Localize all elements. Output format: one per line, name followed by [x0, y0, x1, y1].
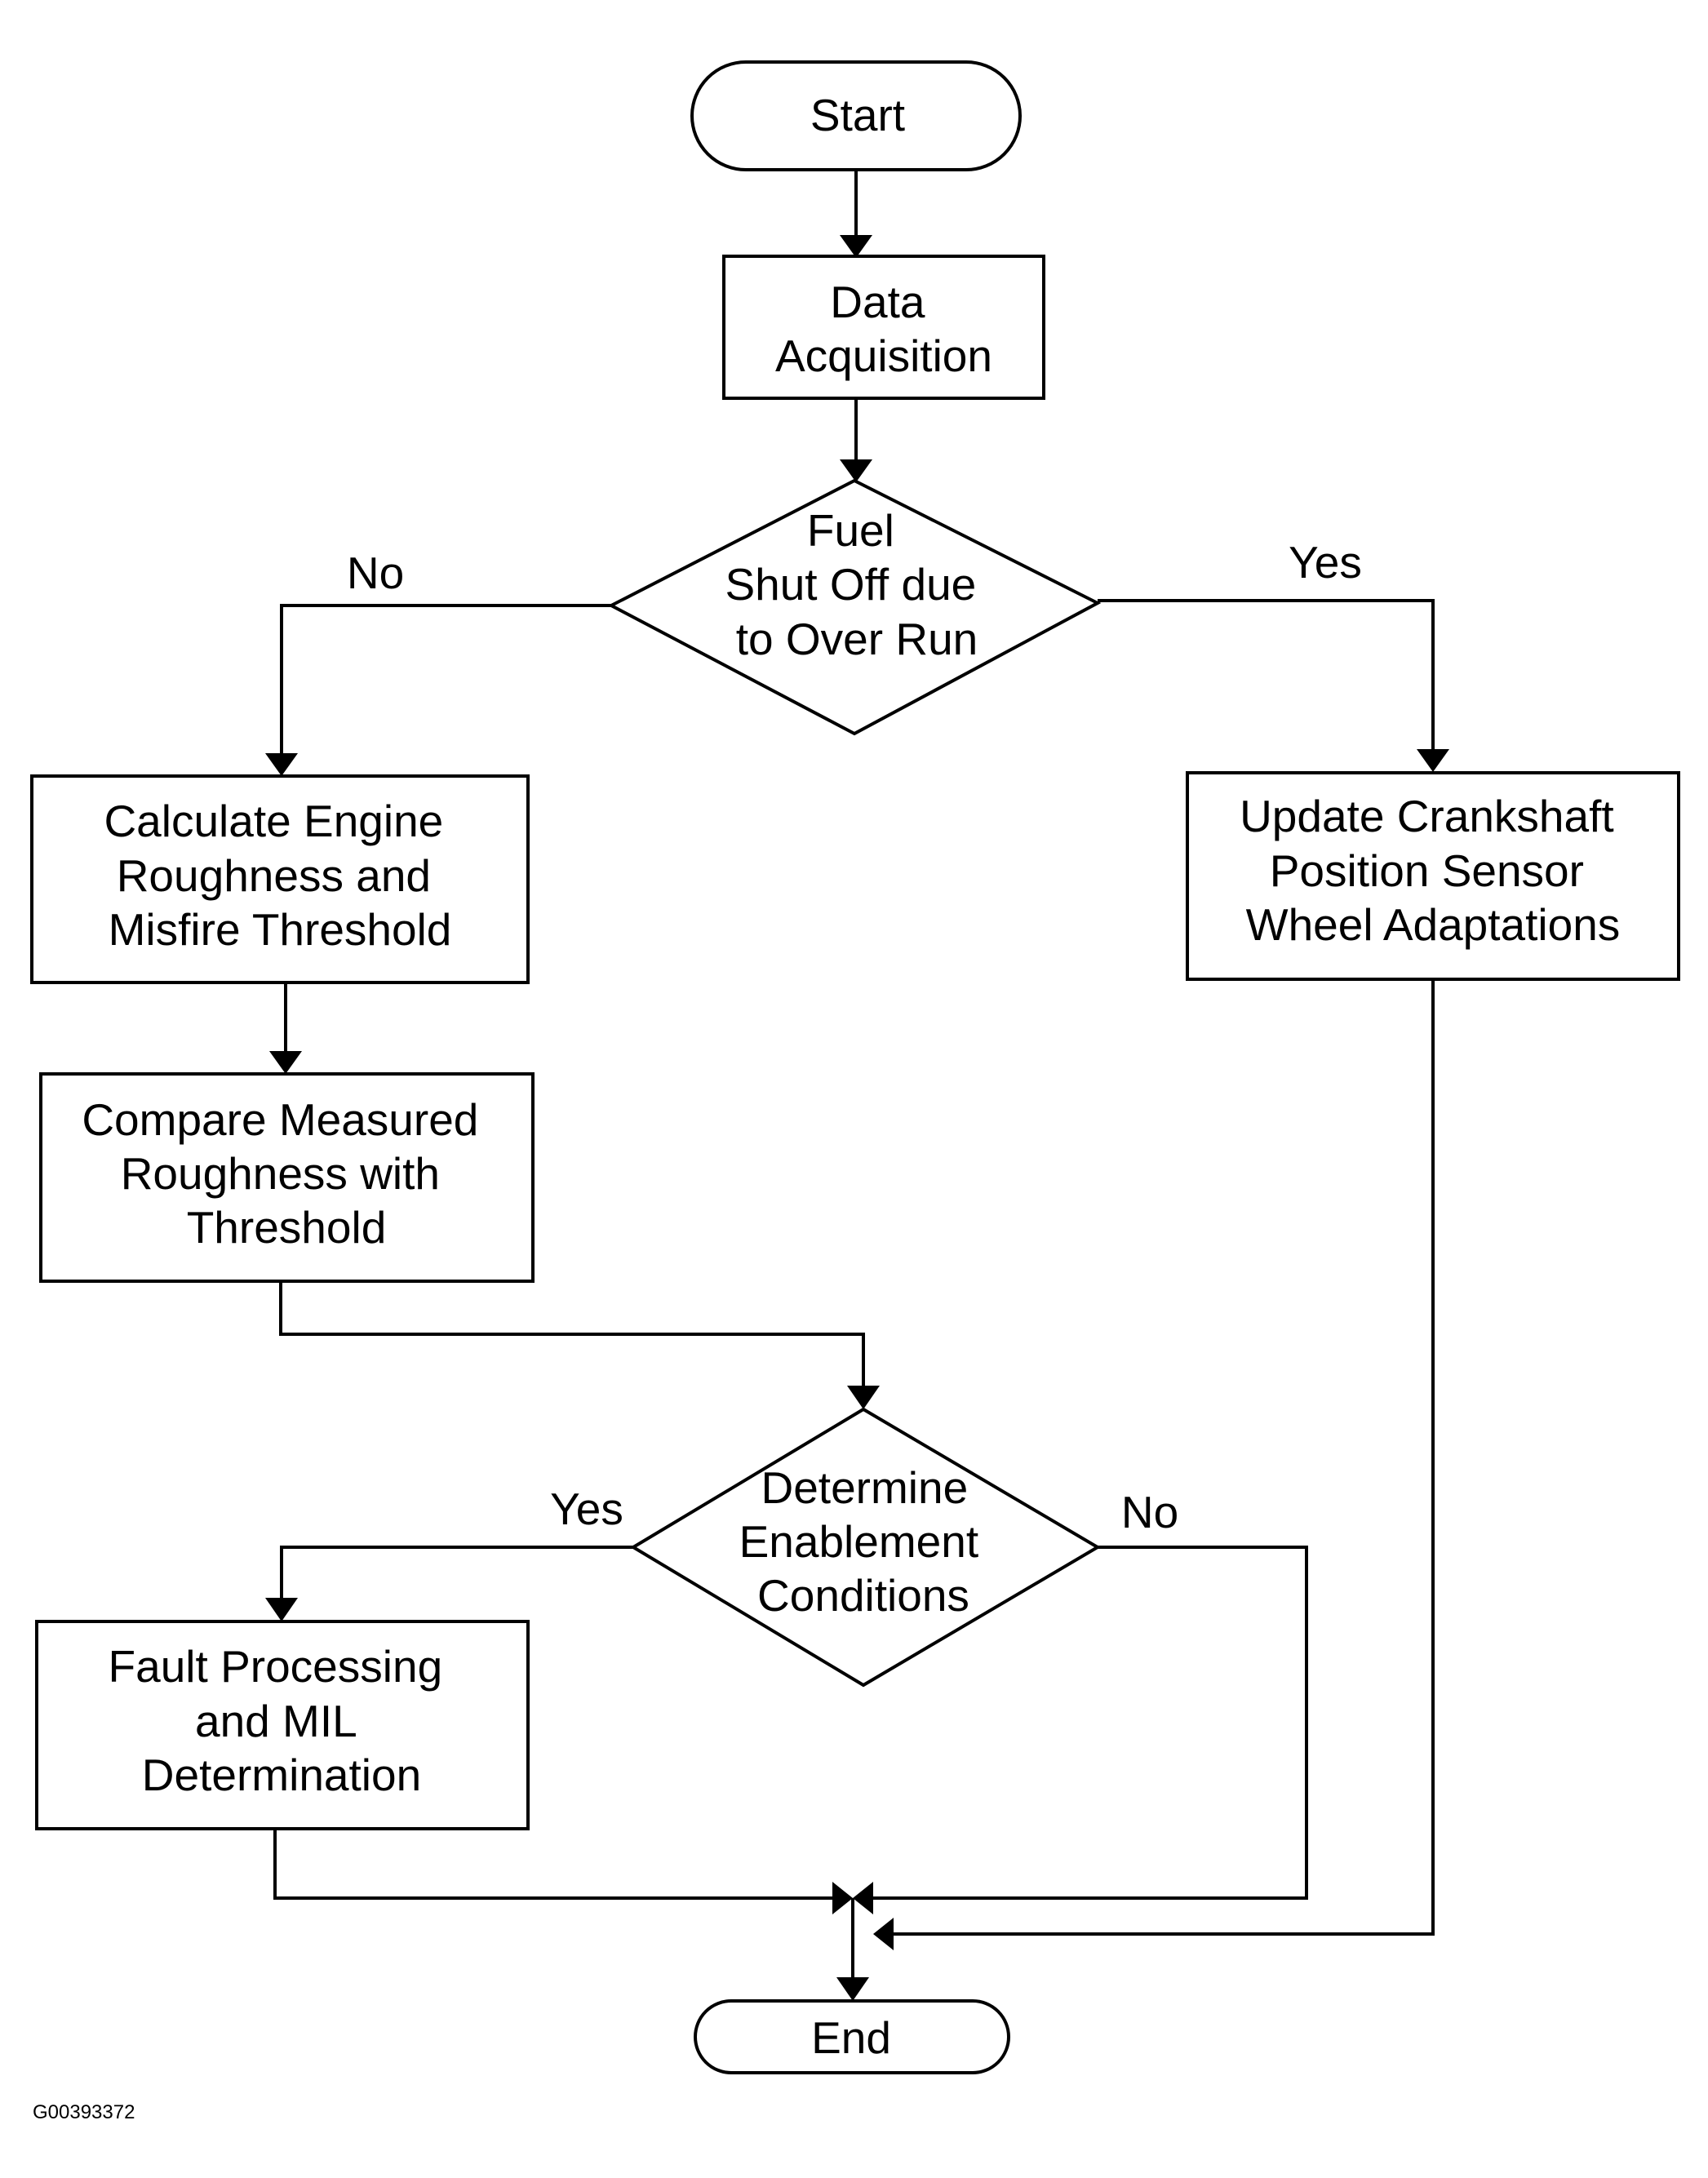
fault-processing-box	[35, 1620, 530, 1830]
edge-label-enable-no: No	[1121, 1487, 1178, 1537]
calculate-roughness-box	[30, 774, 530, 984]
connector-compare-to-enable	[279, 1281, 865, 1387]
arrowhead	[836, 1977, 869, 2001]
enablement-decision	[630, 1407, 1101, 1688]
connector-fault-to-merge	[273, 1829, 832, 1900]
enablement-label: Determine Enablement Conditions	[739, 1462, 992, 1621]
edge-label-fuel-yes: Yes	[1289, 537, 1362, 588]
connector-crank-to-merge	[894, 979, 1435, 1936]
arrowhead	[873, 1918, 894, 1950]
edge-label-fuel-no: No	[347, 548, 404, 598]
compare-roughness-label: Compare Measured Roughness with Threshol…	[82, 1094, 490, 1253]
fault-processing-label: Fault Processing and MIL Determination	[109, 1641, 455, 1800]
arrowhead	[853, 1882, 873, 1914]
arrowhead	[840, 235, 872, 258]
figure-id: G00393372	[33, 2101, 135, 2123]
fuel-shutoff-label: Fuel Shut Off due to Over Run	[725, 505, 988, 664]
data-acquisition-box	[722, 255, 1045, 400]
edge-label-enable-yes: Yes	[550, 1484, 623, 1534]
arrowhead	[832, 1882, 853, 1914]
end-label: End	[811, 2012, 891, 2063]
connector-enable-yes	[280, 1546, 633, 1599]
arrowhead	[265, 753, 298, 776]
end-terminal	[694, 1999, 1010, 2074]
arrowhead	[847, 1386, 880, 1409]
connector-fuel-no	[280, 604, 611, 755]
data-acquisition-label: Data Acquisition	[775, 277, 992, 381]
calculate-roughness-label: Calculate Engine Roughness and Misfire T…	[104, 796, 455, 955]
update-crankshaft-box	[1186, 771, 1680, 981]
compare-roughness-box	[39, 1072, 535, 1283]
fuel-shutoff-decision	[607, 478, 1102, 736]
arrowhead	[1417, 749, 1449, 772]
arrowhead	[840, 459, 872, 482]
connector-fuel-yes	[1098, 599, 1435, 751]
arrowhead	[269, 1051, 302, 1074]
update-crankshaft-label: Update Crankshaft Position Sensor Wheel …	[1240, 791, 1626, 950]
connector-enable-no	[873, 1546, 1308, 1900]
arrowhead	[265, 1598, 298, 1621]
start-label: Start	[810, 90, 905, 140]
